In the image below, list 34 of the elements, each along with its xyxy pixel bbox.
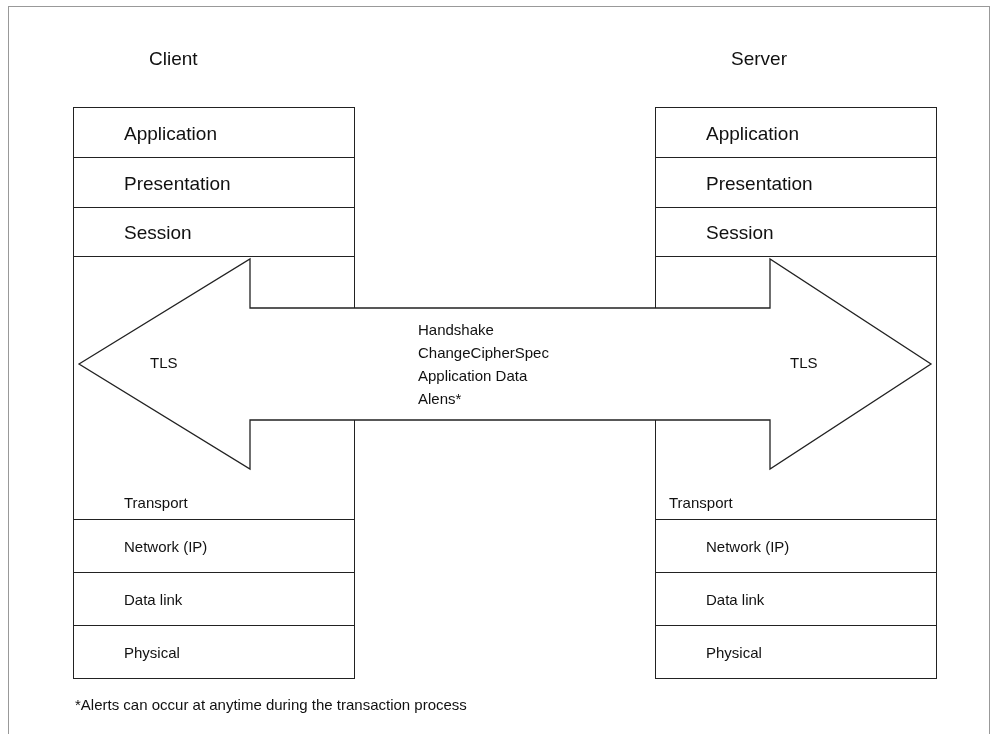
layer-box bbox=[73, 473, 355, 520]
layer-label: Presentation bbox=[124, 172, 231, 195]
layer-label: Data link bbox=[124, 591, 183, 609]
layer-label: Presentation bbox=[706, 172, 813, 195]
layer-label: Network (IP) bbox=[124, 538, 208, 556]
layer-label: Network (IP) bbox=[706, 538, 790, 556]
layer-box bbox=[73, 625, 355, 679]
tls-label: TLS bbox=[150, 354, 178, 372]
layer-label: Application bbox=[706, 122, 799, 145]
layer-box bbox=[655, 519, 937, 573]
layer-label: Physical bbox=[124, 644, 180, 662]
tls-label: TLS bbox=[790, 354, 818, 372]
layer-label: Physical bbox=[706, 644, 762, 662]
layer-box bbox=[655, 473, 937, 520]
stack-heading: Client bbox=[149, 48, 198, 70]
layer-label: Data link bbox=[706, 591, 765, 609]
layer-label: Session bbox=[706, 222, 774, 245]
layer-box bbox=[73, 207, 355, 257]
stack-heading: Server bbox=[731, 48, 787, 70]
layer-box bbox=[655, 625, 937, 679]
layer-box bbox=[73, 157, 355, 208]
message-list: Handshake ChangeCipherSpec Application Data Alens* bbox=[418, 318, 568, 410]
layer-label: Transport bbox=[124, 494, 188, 511]
layer-label: Transport bbox=[669, 494, 733, 511]
layer-label: Session bbox=[124, 222, 192, 245]
layer-box bbox=[73, 107, 355, 158]
layer-box bbox=[73, 572, 355, 626]
layer-box bbox=[655, 207, 937, 257]
layer-box bbox=[73, 519, 355, 573]
layer-box bbox=[655, 572, 937, 626]
layer-box bbox=[655, 107, 937, 158]
layer-label: Application bbox=[124, 122, 217, 145]
footnote: *Alerts can occur at anytime during the transaction process bbox=[75, 696, 467, 713]
layer-box bbox=[655, 157, 937, 208]
